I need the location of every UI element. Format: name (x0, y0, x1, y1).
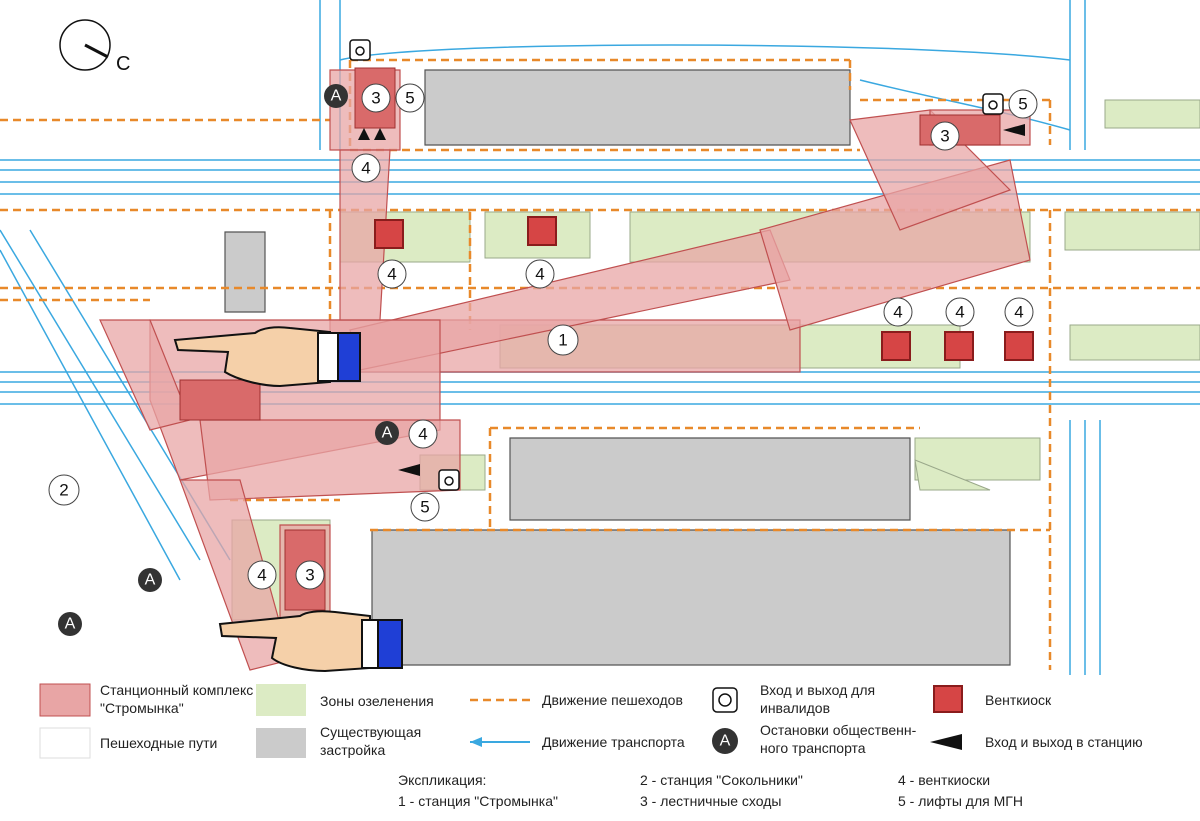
pointing-hand-upper (173, 326, 361, 388)
explication-item-4: 4 - венткиоски (898, 772, 990, 788)
explication: Экспликация: 1 - станция "Стромынка" 2 -… (398, 772, 1023, 809)
disabled-access-icons (349, 39, 1004, 491)
transit-stop-markers: A A A A (58, 84, 399, 636)
legend-kiosk: Венткиоск (985, 692, 1052, 708)
wheelchair-icon (712, 687, 738, 713)
legend-buildings-line2: застройка (320, 742, 385, 758)
pointing-hand-lower (218, 610, 403, 673)
legend-disabled-line2: инвалидов (760, 700, 830, 716)
svg-text:A: A (65, 616, 76, 633)
label-station-2: 2 (48, 474, 80, 506)
svg-text:4: 4 (361, 159, 370, 178)
svg-text:3: 3 (305, 566, 314, 585)
svg-text:3: 3 (371, 89, 380, 108)
svg-text:A: A (145, 572, 156, 589)
legend-disabled-line1: Вход и выход для (760, 682, 875, 698)
legend-swatch-paths (39, 727, 91, 759)
explication-title: Экспликация: (398, 772, 486, 788)
legend-green: Зоны озеленения (320, 693, 434, 709)
explication-item-1: 1 - станция "Стромынка" (398, 793, 558, 809)
legend-swatch-buildings (256, 728, 306, 758)
station-2-number: 2 (59, 481, 68, 500)
station-1-number: 1 (558, 331, 567, 350)
explication-item-2: 2 - станция "Сокольники" (640, 772, 803, 788)
legend-station-line2: "Стромынка" (100, 700, 184, 716)
svg-text:A: A (720, 733, 731, 750)
svg-text:4: 4 (1014, 303, 1023, 322)
svg-text:4: 4 (535, 265, 544, 284)
svg-text:5: 5 (1018, 95, 1027, 114)
legend-pedestrian: Движение пешеходов (542, 692, 683, 708)
svg-text:A: A (382, 425, 393, 442)
compass-label: С (116, 53, 130, 75)
svg-text:4: 4 (893, 303, 902, 322)
svg-text:4: 4 (955, 303, 964, 322)
legend-stops-line1: Остановки общественн- (760, 722, 917, 738)
legend-station-line1: Станционный комплекс (100, 682, 253, 698)
legend: Станционный комплекс "Стромынка" Пешеход… (0, 675, 1200, 821)
station-entry-arrows (358, 124, 1025, 476)
legend-swatch-station (39, 683, 91, 717)
explication-item-5: 5 - лифты для МГН (898, 793, 1023, 809)
label-stairs-south: 3 (295, 560, 325, 590)
kiosk-labels: 4 4 4 4 4 4 4 4 (247, 153, 1034, 590)
legend-stops-line2: ного транспорта (760, 740, 866, 756)
svg-text:5: 5 (405, 89, 414, 108)
label-stairs-north: 3 (361, 83, 391, 113)
transit-stop-icon (712, 728, 738, 754)
legend-entry: Вход и выход в станцию (985, 734, 1143, 750)
explication-item-3: 3 - лестничные сходы (640, 793, 781, 809)
compass: С (59, 19, 130, 75)
legend-paths: Пешеходные пути (100, 735, 217, 751)
svg-text:5: 5 (420, 498, 429, 517)
svg-text:A: A (331, 88, 342, 105)
existing-buildings (224, 69, 1011, 666)
legend-swatch-kiosk (933, 685, 963, 713)
svg-text:4: 4 (418, 425, 427, 444)
lift-labels: 5 5 5 (395, 83, 1038, 522)
vent-kiosks (374, 216, 1034, 361)
legend-transport: Движение транспорта (542, 734, 685, 750)
label-stairs-east: 3 (930, 121, 960, 151)
svg-text:3: 3 (940, 127, 949, 146)
svg-text:4: 4 (257, 566, 266, 585)
label-station-1: 1 (547, 324, 579, 356)
entry-arrow-icon (930, 734, 962, 750)
legend-buildings-line1: Существующая (320, 724, 421, 740)
legend-swatch-green (256, 684, 306, 716)
svg-text:4: 4 (387, 265, 396, 284)
